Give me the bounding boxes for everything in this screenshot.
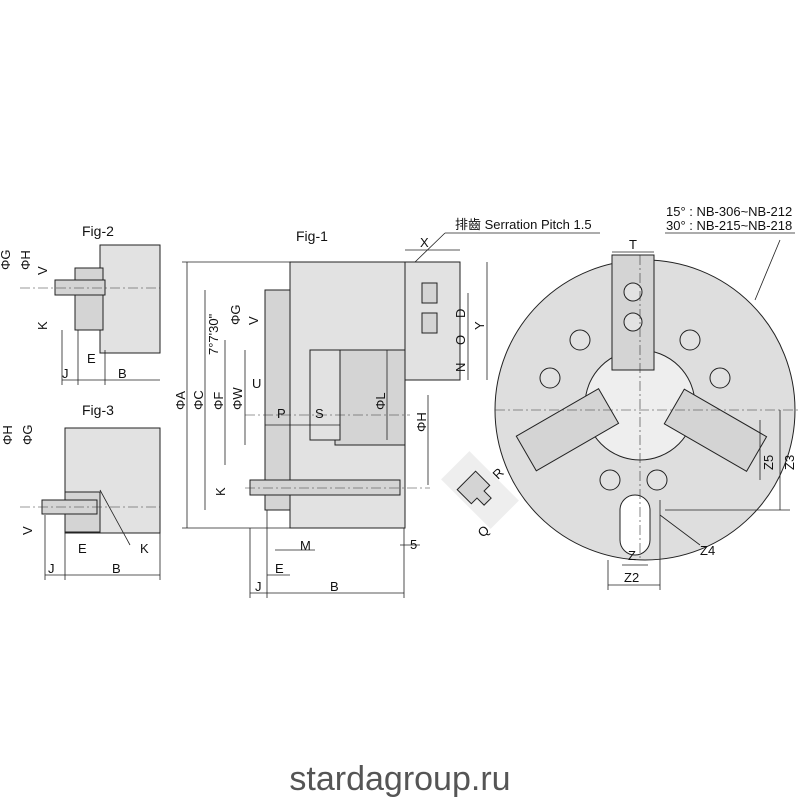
- fig-3-title: Fig-3: [82, 402, 114, 418]
- serration-note: 排齒 Serration Pitch 1.5: [455, 217, 592, 232]
- fig-2-flange: [74, 267, 104, 331]
- angle-note-15: 15° : NB-306~NB-212: [666, 204, 792, 219]
- front-view: T Z Z2 Z4 Z5 Z3 15° : NB-306~NB-212 30° …: [494, 204, 800, 590]
- fig-1-K: K: [213, 487, 228, 496]
- fig-1-S: S: [315, 406, 324, 421]
- fig-2-J: J: [62, 366, 69, 381]
- mount-bolt: [539, 367, 561, 389]
- fig-1-X: X: [420, 235, 429, 250]
- fig-3: Fig-3 ΦH ΦG V E K J B: [0, 402, 161, 580]
- fig-2-H: ΦH: [18, 250, 33, 270]
- mount-bolt: [599, 469, 621, 491]
- fig-1-P: P: [277, 406, 286, 421]
- fig-3-V: V: [20, 526, 35, 535]
- jaw-bolt: [623, 282, 643, 302]
- fig-1-N: N: [453, 363, 468, 372]
- fig-1-drawnut: [309, 349, 341, 441]
- front-Z4: Z4: [700, 543, 715, 558]
- fig-2-body: [99, 244, 161, 354]
- fig-2-bolt: [54, 279, 106, 296]
- fig-1-C: ΦC: [191, 390, 206, 410]
- front-T: T: [629, 237, 637, 252]
- fig-3-E: E: [78, 541, 87, 556]
- fig-1-O: O: [453, 335, 468, 345]
- fig-3-K: K: [140, 541, 149, 556]
- taper-angle: 7°7'30": [206, 313, 221, 355]
- fig-2-G: ΦG: [0, 250, 13, 270]
- fig-3-B: B: [112, 561, 121, 576]
- fig-1-E: E: [275, 561, 284, 576]
- fig-2-title: Fig-2: [82, 223, 114, 239]
- fig-2-B: B: [118, 366, 127, 381]
- fig-1-G: ΦG: [228, 305, 243, 325]
- fig-1-mount-bolt: [249, 479, 401, 496]
- front-Z5: Z5: [761, 455, 776, 470]
- fig-2-K: K: [35, 321, 50, 330]
- mount-bolt: [569, 329, 591, 351]
- fig-1-jaw-bolt-2: [421, 312, 438, 334]
- fig-1-F: ΦF: [211, 392, 226, 410]
- serration-tooth: [456, 470, 492, 506]
- fig-3-G: ΦG: [20, 425, 35, 445]
- fig-2-V: V: [35, 266, 50, 275]
- jaw-bolt: [623, 312, 643, 332]
- fig-1-title: Fig-1: [296, 228, 328, 244]
- front-Z: Z: [628, 548, 636, 563]
- fig-2-E: E: [87, 351, 96, 366]
- front-Z3: Z3: [782, 455, 797, 470]
- fig-3-H: ΦH: [0, 425, 15, 445]
- fig-1-jaw-bolt-1: [421, 282, 438, 304]
- jaw-left: [515, 387, 620, 472]
- mount-bolt: [646, 469, 668, 491]
- fig-1-V: V: [246, 316, 261, 325]
- fig-1-5: 5: [410, 537, 417, 552]
- fig-1-W: ΦW: [230, 387, 245, 410]
- fig-1: Fig-1 排齒 Serration Pitch 1.5 ΦA: [173, 217, 600, 598]
- mount-bolt: [679, 329, 701, 351]
- fig-1-flange: [264, 289, 291, 511]
- fig-1-M: M: [300, 538, 311, 553]
- fig-1-Y: Y: [472, 321, 487, 330]
- fig-1-bore: [334, 349, 406, 446]
- fig-3-J: J: [48, 561, 55, 576]
- watermark: stardagroup.ru: [289, 760, 510, 798]
- fig-1-U: U: [252, 376, 261, 391]
- angle-note-30: 30° : NB-215~NB-218: [666, 218, 792, 233]
- bottom-slot: [619, 494, 651, 556]
- fig-2: Fig-2 ΦG ΦH V K E J B: [0, 223, 161, 385]
- fig-1-D: D: [453, 309, 468, 318]
- fig-1-J: J: [255, 579, 262, 594]
- front-Z2: Z2: [624, 570, 639, 585]
- fig-1-A: ΦA: [173, 391, 188, 410]
- fig-1-B: B: [330, 579, 339, 594]
- fig-1-L: ΦL: [373, 392, 388, 410]
- mount-bolt: [709, 367, 731, 389]
- fig-1-H: ΦH: [414, 412, 429, 432]
